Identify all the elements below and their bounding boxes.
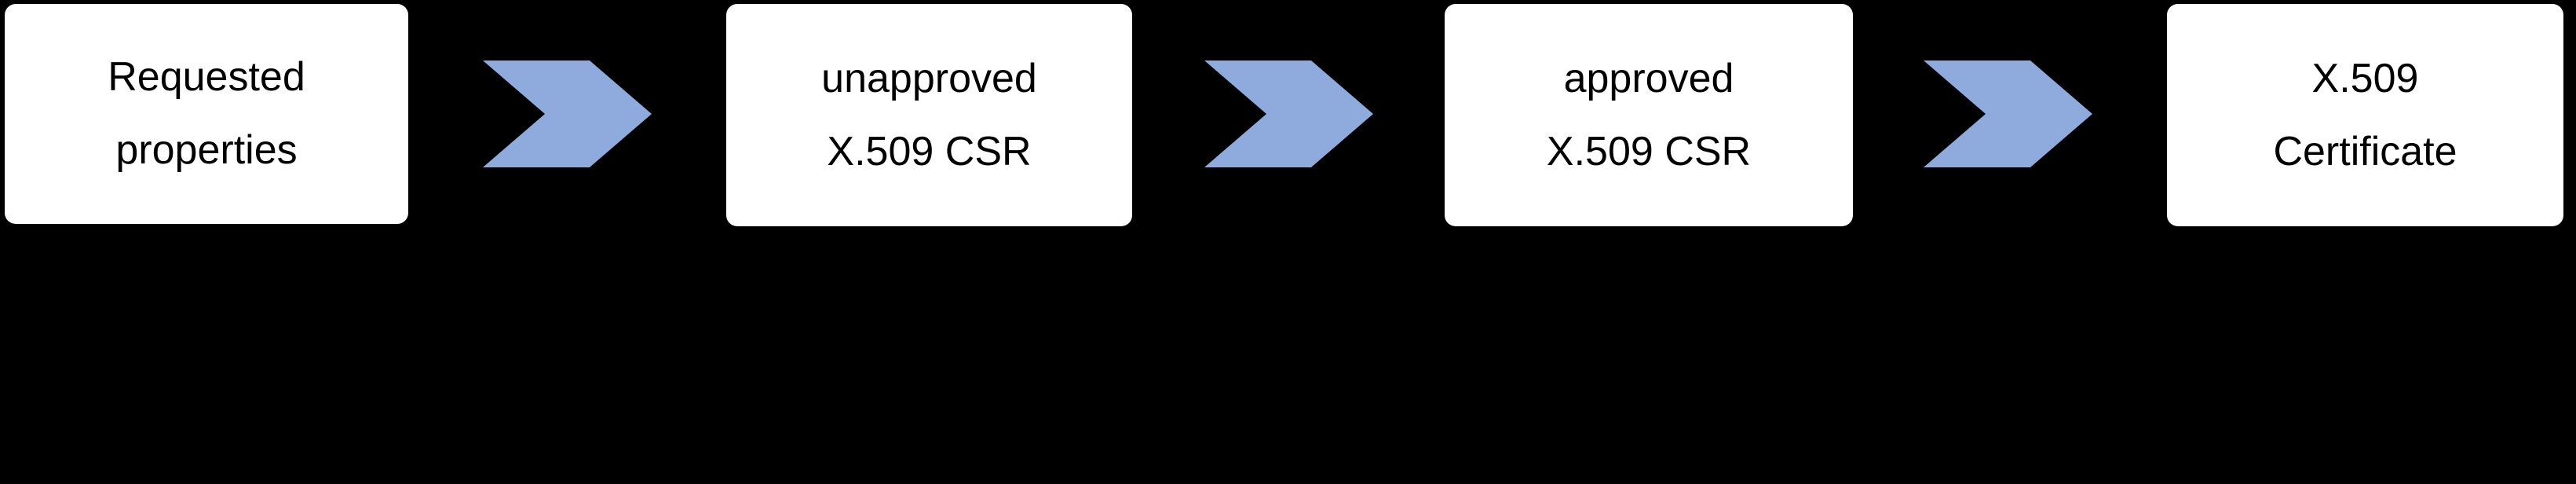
node-unapproved-x509-csr[interactable]: unapproved X.509 CSR (726, 4, 1132, 226)
node-approved-x509-csr[interactable]: approved X.509 CSR (1445, 4, 1853, 226)
node-label-line2: X.509 CSR (1546, 128, 1752, 174)
node-label-line2: Certificate (2273, 128, 2457, 174)
node-label-line1: approved (1563, 55, 1734, 101)
chevron-right-icon (483, 60, 652, 167)
node-label-line2: properties (115, 127, 298, 173)
node-label-line1: X.509 (2311, 55, 2419, 101)
node-requested-properties[interactable]: Requested properties (5, 4, 408, 224)
node-label-line1: Requested (108, 54, 305, 101)
chevron-right-icon (1204, 60, 1373, 167)
node-label-line2: X.509 CSR (827, 128, 1032, 174)
node-label-line1: unapproved (821, 55, 1037, 101)
chevron-right-icon (1924, 60, 2092, 167)
node-x509-certificate[interactable]: X.509 Certificate (2167, 4, 2563, 226)
